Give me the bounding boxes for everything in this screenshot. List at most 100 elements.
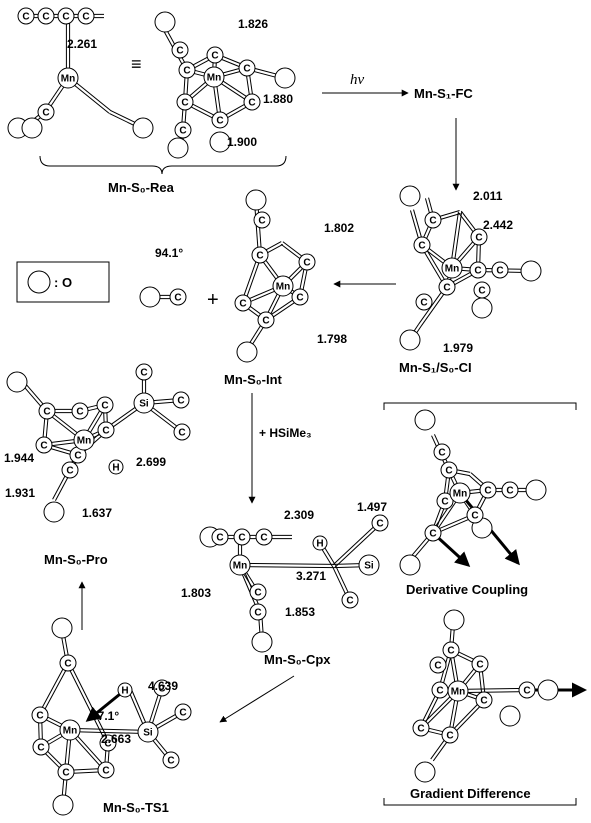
carbon-atom-label: C bbox=[36, 711, 43, 722]
carbon-atom bbox=[38, 402, 56, 420]
distance-label: 1.931 bbox=[5, 486, 35, 500]
oxygen-atom bbox=[154, 11, 176, 33]
oxygen-atom bbox=[443, 609, 465, 631]
distance-label: 2.261 bbox=[67, 37, 97, 51]
carbon-atom-label: C bbox=[174, 293, 181, 304]
carbon-atom-label: C bbox=[478, 286, 485, 297]
oxygen-atom bbox=[537, 679, 559, 701]
manganese-atom-label: Mn bbox=[207, 73, 221, 84]
hydrogen-atom bbox=[117, 682, 133, 698]
oxygen-atom bbox=[43, 501, 65, 523]
carbon-atom bbox=[37, 7, 55, 25]
manganese-atom bbox=[447, 680, 469, 702]
carbon-atom-label: C bbox=[76, 407, 83, 418]
carbon-atom bbox=[473, 281, 491, 299]
carbon-atom-label: C bbox=[496, 266, 503, 277]
carbon-atom bbox=[441, 726, 459, 744]
carbon-atom bbox=[77, 7, 95, 25]
carbon-atom-label: C bbox=[429, 529, 436, 540]
carbon-atom-label: C bbox=[179, 126, 186, 137]
carbon-atom bbox=[433, 443, 451, 461]
carbon-atom bbox=[475, 691, 493, 709]
distance-label: 2.699 bbox=[136, 455, 166, 469]
carbon-atom-label: C bbox=[296, 293, 303, 304]
carbon-atom-label: C bbox=[82, 12, 89, 23]
oxygen-atom bbox=[399, 185, 421, 207]
carbon-atom-label: C bbox=[181, 98, 188, 109]
carbon-atom bbox=[424, 211, 442, 229]
bond bbox=[239, 566, 334, 569]
oxygen-atom bbox=[21, 117, 43, 139]
gradient-bracket bbox=[383, 798, 577, 806]
carbon-atom bbox=[501, 481, 519, 499]
oxygen-atom bbox=[414, 409, 436, 431]
carbon-atom bbox=[438, 278, 456, 296]
carbon-atom bbox=[341, 591, 359, 609]
carbon-atom-label: C bbox=[376, 519, 383, 530]
oxygen-atom bbox=[525, 479, 547, 501]
carbon-atom bbox=[466, 506, 484, 524]
derivative-coupling-label: Derivative Coupling bbox=[406, 582, 528, 597]
distance-label: 2.663 bbox=[101, 732, 131, 746]
carbon-atom-label: C bbox=[260, 533, 267, 544]
carbon-atom-label: C bbox=[420, 298, 427, 309]
carbon-atom-label: C bbox=[102, 426, 109, 437]
carbon-atom-label: C bbox=[177, 396, 184, 407]
carbon-atom bbox=[251, 246, 269, 264]
carbon-atom-label: C bbox=[43, 407, 50, 418]
carbon-atom-label: C bbox=[37, 743, 44, 754]
bond bbox=[458, 691, 528, 694]
carbon-atom bbox=[206, 46, 224, 64]
carbon-atom bbox=[32, 738, 50, 756]
distance-label: 4.639 bbox=[148, 679, 178, 693]
carbon-atom-label: C bbox=[239, 299, 246, 310]
oxygen-atom bbox=[167, 137, 189, 159]
carbon-atom bbox=[59, 654, 77, 672]
distance-label: 94.1° bbox=[155, 246, 183, 260]
silicon-atom-label: Si bbox=[139, 399, 149, 410]
carbon-atom bbox=[171, 41, 189, 59]
carbon-atom bbox=[37, 103, 55, 121]
arrows-layer bbox=[78, 89, 460, 723]
plus-sign: + bbox=[207, 289, 219, 311]
manganese-atom bbox=[441, 257, 463, 279]
carbon-atom bbox=[71, 402, 89, 420]
carbon-atom-label: C bbox=[176, 46, 183, 57]
carbon-atom-label: C bbox=[248, 98, 255, 109]
carbon-atom bbox=[135, 363, 153, 381]
carbon-atom bbox=[291, 288, 309, 306]
distance-labels: 2.261 1.826 1.880 1.900 2.011 2.442 1.97… bbox=[4, 17, 513, 746]
oxygen-atom bbox=[236, 341, 258, 363]
carbon-atom bbox=[174, 703, 192, 721]
carbon-atom-label: C bbox=[254, 588, 261, 599]
rea-label: Mn-S₀-Rea bbox=[108, 180, 175, 195]
cpx-to-ts-arrow bbox=[219, 675, 295, 723]
carbon-atom-label: C bbox=[480, 696, 487, 707]
carbon-atom-label: C bbox=[254, 608, 261, 619]
bond bbox=[68, 662, 110, 743]
reactant-brace bbox=[39, 155, 287, 175]
carbon-atom-label: C bbox=[42, 12, 49, 23]
carbon-atom bbox=[371, 514, 389, 532]
carbon-atom-label: C bbox=[436, 686, 443, 697]
distance-label: 1.798 bbox=[317, 332, 347, 346]
distance-label: 2.442 bbox=[483, 218, 513, 232]
distance-label: 2.011 bbox=[473, 189, 503, 203]
carbon-atom bbox=[97, 761, 115, 779]
carbon-atom bbox=[238, 59, 256, 77]
carbon-atom bbox=[253, 211, 271, 229]
carbon-atom-label: C bbox=[64, 659, 71, 670]
manganese-atom bbox=[203, 66, 225, 88]
hydrogen-atom bbox=[108, 459, 124, 475]
carbon-atom-label: C bbox=[475, 233, 482, 244]
distance-label: 3.271 bbox=[296, 569, 326, 583]
distance-label: 2.309 bbox=[284, 508, 314, 522]
oxygen-atom bbox=[499, 705, 521, 727]
carbon-atom-label: C bbox=[418, 241, 425, 252]
distance-label: 1.826 bbox=[238, 17, 268, 31]
carbon-atom-label: C bbox=[506, 486, 513, 497]
carbon-atom bbox=[35, 436, 53, 454]
distance-label: 1.880 bbox=[263, 92, 293, 106]
bond bbox=[69, 731, 148, 735]
